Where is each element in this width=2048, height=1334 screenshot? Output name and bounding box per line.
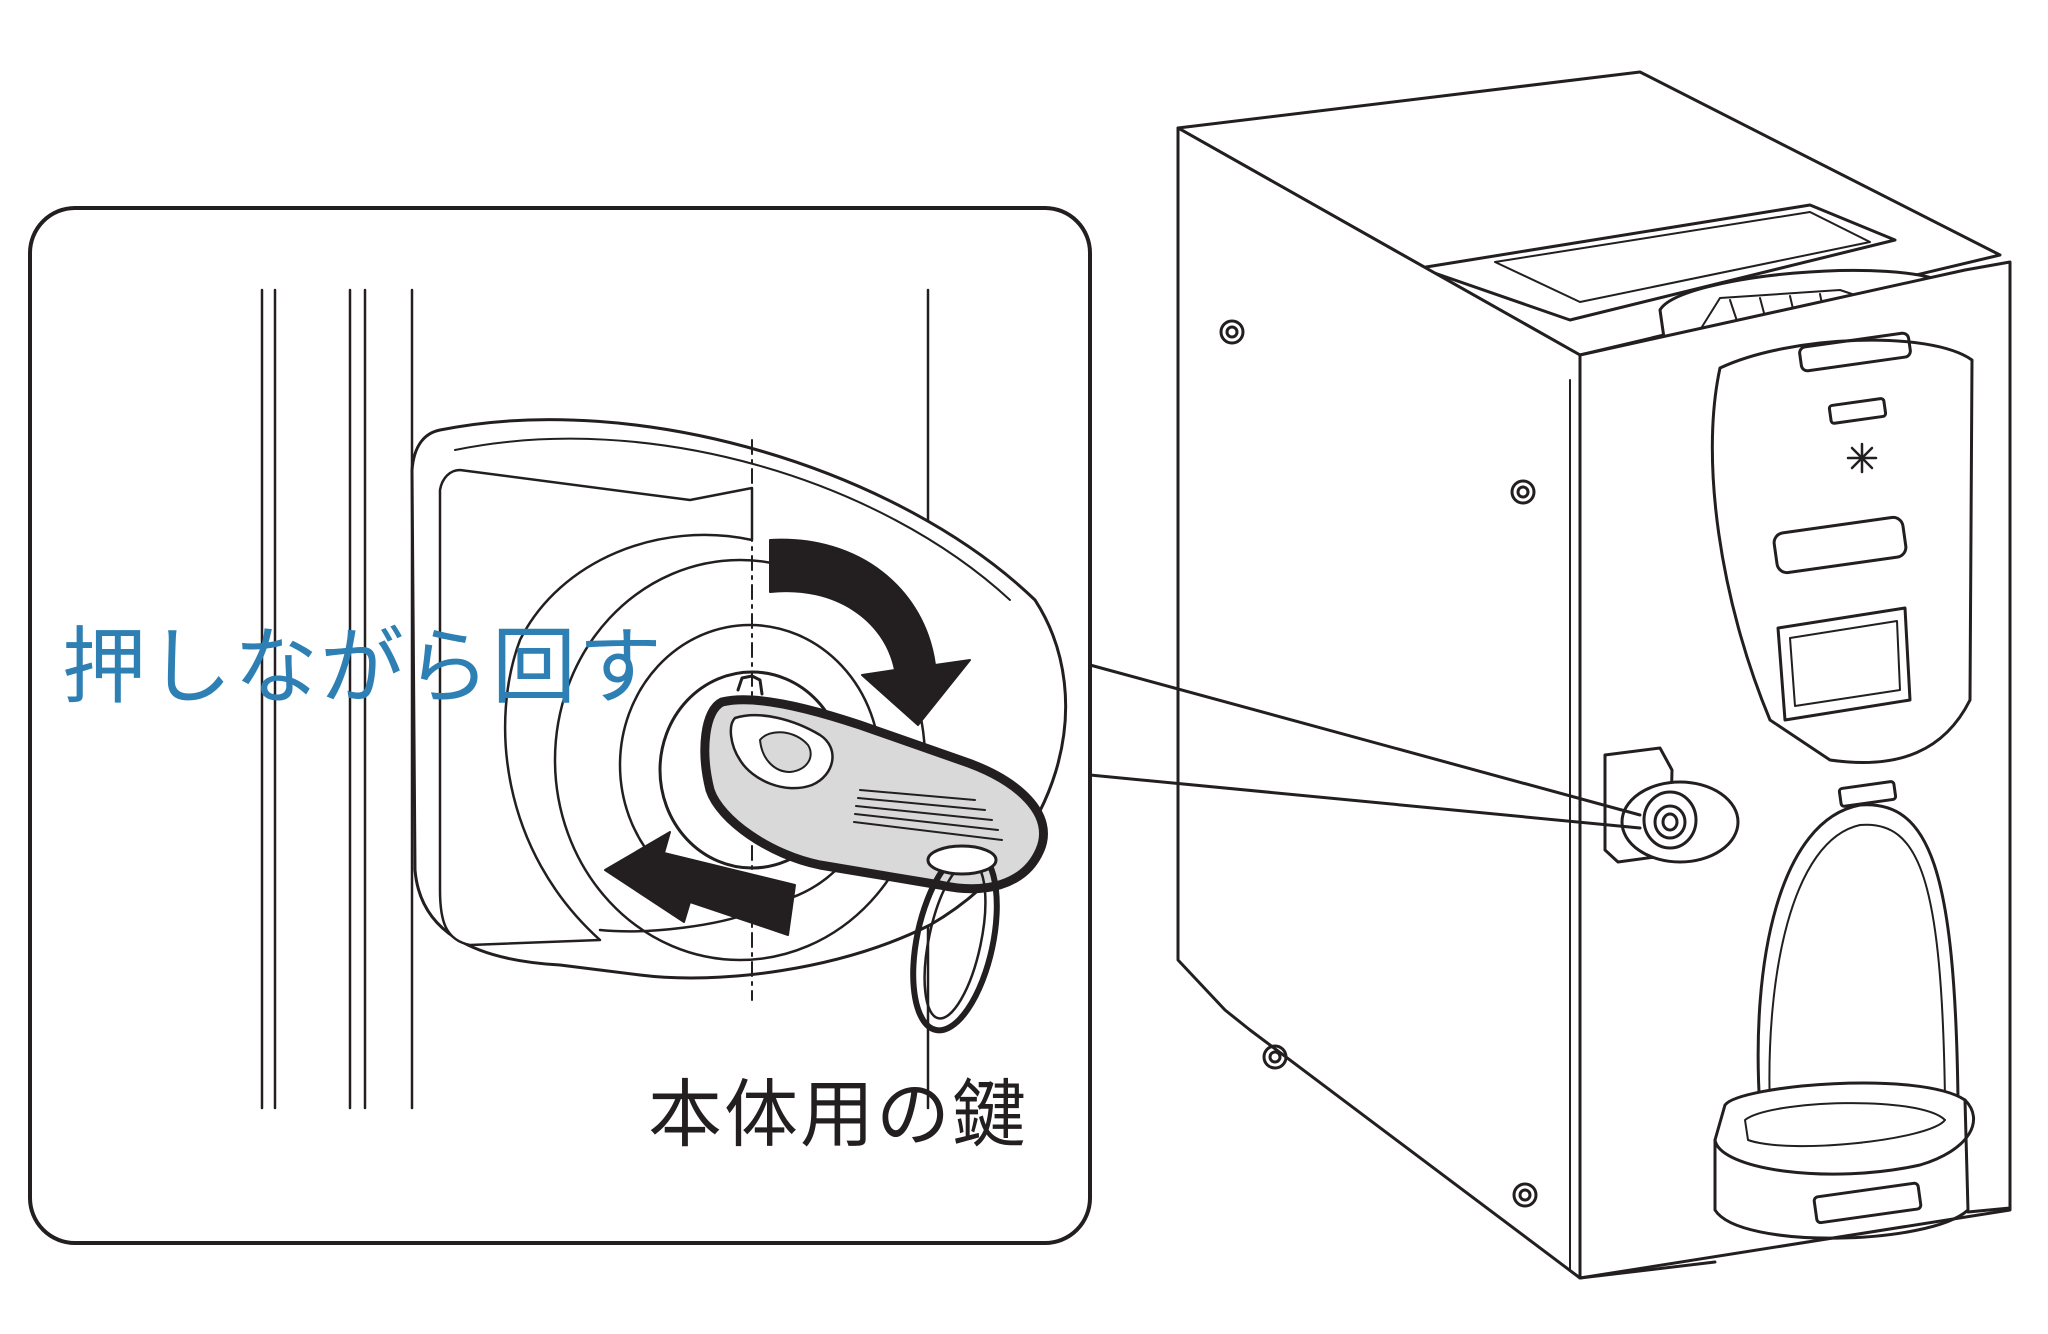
push-arrow-icon	[604, 831, 796, 936]
rotate-arrow-icon	[769, 538, 971, 726]
front-label-slot-bottom	[1812, 1181, 1923, 1225]
key-grip-lines	[853, 789, 1003, 841]
front-display-window	[1776, 606, 1912, 722]
dispenser-machine	[1176, 70, 2012, 1280]
front-label-slot-middle	[1772, 515, 1908, 575]
machine-bottom-tray	[1713, 1081, 1976, 1176]
machine-top-panel	[1418, 203, 1897, 322]
key	[700, 674, 1048, 1034]
front-coin-slot	[1837, 780, 1898, 808]
front-label-slot-top	[1798, 331, 1912, 373]
front-button-small	[1827, 397, 1888, 425]
key-name-label: 本体用の鍵	[648, 1072, 1028, 1158]
brand-mark-icon	[1846, 442, 1878, 474]
callout-lines	[1088, 663, 1642, 830]
zoom-inset	[28, 206, 1092, 1245]
machine-lock	[1603, 746, 1740, 864]
side-screws	[1219, 319, 1538, 1208]
instruction-label: 押しながら回す	[62, 618, 665, 716]
machine-dispense-outlet	[1756, 803, 1960, 1112]
